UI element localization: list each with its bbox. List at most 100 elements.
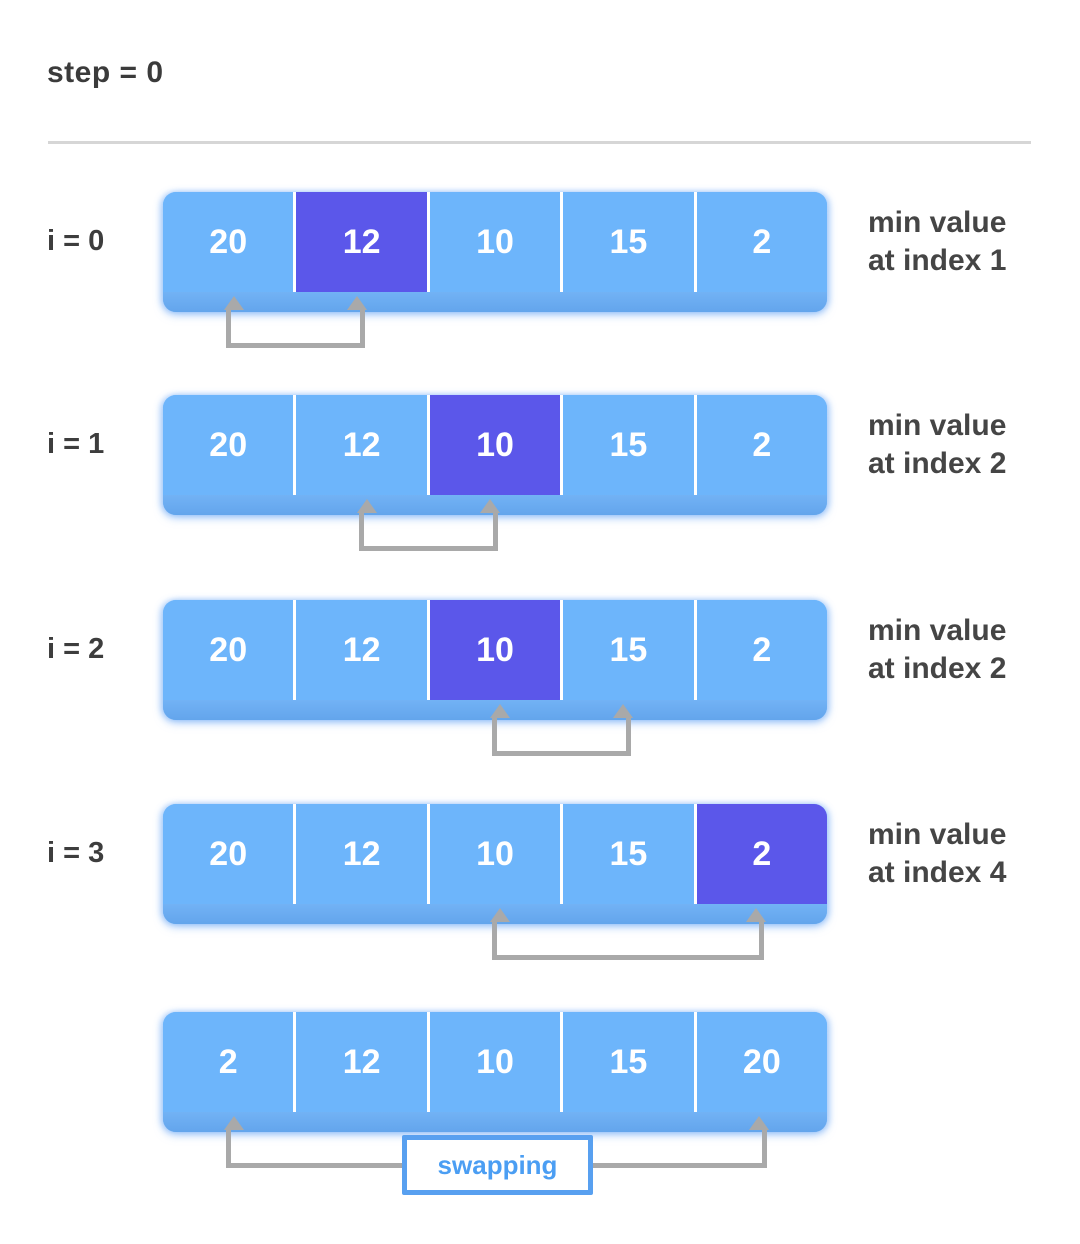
array-cell: 12 [293,395,427,495]
array-cell-highlighted: 12 [293,192,427,292]
cell-value: 15 [609,222,648,261]
array-row-final: 2 12 10 15 20 [0,1012,1080,1212]
array-bar: 20 12 10 15 2 [163,192,827,312]
array-cell-highlighted: 10 [426,600,561,700]
array-bar: 20 12 10 15 2 [163,804,827,924]
comparison-arrow-row-3 [490,908,766,960]
arrowhead-up-icon [490,908,510,922]
arrowhead-up-icon [347,296,367,310]
min-value-note: min value at index 2 [868,612,1080,688]
array-cell: 20 [163,395,294,495]
array-cells: 20 12 10 15 2 [163,600,827,700]
cell-value: 15 [609,834,648,873]
note-line: min value [868,818,1007,851]
note-line: at index 1 [868,244,1007,277]
cell-value: 15 [609,630,648,669]
arrowhead-up-icon [357,499,377,513]
array-cell: 2 [693,395,827,495]
row-index-label: i = 2 [47,633,105,665]
array-bar: 20 12 10 15 2 [163,600,827,720]
array-cell: 15 [560,192,694,292]
array-cell: 12 [293,1012,427,1112]
cell-value: 20 [209,630,248,669]
array-cell-highlighted: 2 [693,804,827,904]
comparison-arrow-row-1 [357,499,500,551]
cell-value: 10 [476,425,514,464]
array-cell: 2 [693,600,827,700]
arrowhead-up-icon [224,1116,244,1130]
arrowhead-up-icon [224,296,244,310]
cell-value: 12 [342,834,381,873]
array-cells: 20 12 10 15 2 [163,395,827,495]
cell-value: 20 [209,222,248,261]
cell-value: 2 [752,630,772,669]
cell-value: 12 [342,425,381,464]
swapping-label: swapping [437,1149,558,1180]
min-value-note: min value at index 4 [868,816,1080,892]
cell-value: 15 [609,425,648,464]
cell-value: 10 [476,222,514,261]
array-cell: 15 [560,395,694,495]
array-cell: 10 [426,1012,561,1112]
row-index-label: i = 1 [47,428,105,460]
array-cells: 20 12 10 15 2 [163,804,827,904]
cell-value: 10 [476,630,514,669]
array-row-1: i = 1 20 12 10 15 2 min value at index 2 [0,395,1080,595]
array-bar: 20 12 10 15 2 [163,395,827,515]
arrowhead-up-icon [749,1116,769,1130]
row-index-label: i = 3 [47,837,105,869]
array-cells: 20 12 10 15 2 [163,192,827,292]
array-cell: 20 [163,600,294,700]
note-line: min value [868,614,1007,647]
arrowhead-up-icon [490,704,510,718]
min-value-note: min value at index 2 [868,407,1080,483]
array-cell-highlighted: 10 [426,395,561,495]
note-line: min value [868,206,1007,239]
arrowhead-up-icon [480,499,500,513]
array-row-2: i = 2 20 12 10 15 2 min value at index 2 [0,600,1080,800]
array-cell: 2 [693,192,827,292]
array-cell: 15 [560,600,694,700]
arrowhead-up-icon [613,704,633,718]
arrowhead-up-icon [746,908,766,922]
swapping-label-box: swapping [402,1135,593,1195]
array-cell: 12 [293,804,427,904]
array-cell: 20 [163,804,294,904]
array-bar: 2 12 10 15 20 [163,1012,827,1132]
cell-value: 12 [342,1042,381,1081]
cell-value: 2 [218,1042,238,1081]
array-cell: 2 [163,1012,294,1112]
step-title: step = 0 [47,56,164,89]
array-row-0: i = 0 20 12 10 15 2 min value at index 1 [0,192,1080,392]
note-line: at index 2 [868,652,1007,685]
cell-value: 10 [476,1042,514,1081]
array-cell: 20 [163,192,294,292]
bar-bottom-shadow [163,292,827,312]
cell-value: 20 [742,1042,781,1081]
array-cell: 10 [426,192,561,292]
cell-value: 10 [476,834,514,873]
cell-value: 12 [342,222,381,261]
cell-value: 12 [342,630,381,669]
array-cell: 20 [693,1012,827,1112]
array-cell: 15 [560,804,694,904]
row-index-label: i = 0 [47,225,105,257]
min-value-note: min value at index 1 [868,204,1080,280]
cell-value: 2 [752,222,772,261]
cell-value: 2 [752,834,772,873]
cell-value: 15 [609,1042,648,1081]
comparison-arrow-row-0 [224,296,367,348]
note-line: at index 2 [868,447,1007,480]
array-cell: 12 [293,600,427,700]
note-line: min value [868,409,1007,442]
cell-value: 2 [752,425,772,464]
horizontal-rule [48,141,1031,144]
note-line: at index 4 [868,856,1007,889]
cell-value: 20 [209,425,248,464]
array-row-3: i = 3 20 12 10 15 2 min value at index 4 [0,804,1080,1004]
cell-value: 20 [209,834,248,873]
comparison-arrow-row-2 [490,704,633,756]
array-cells: 2 12 10 15 20 [163,1012,827,1112]
array-cell: 15 [560,1012,694,1112]
